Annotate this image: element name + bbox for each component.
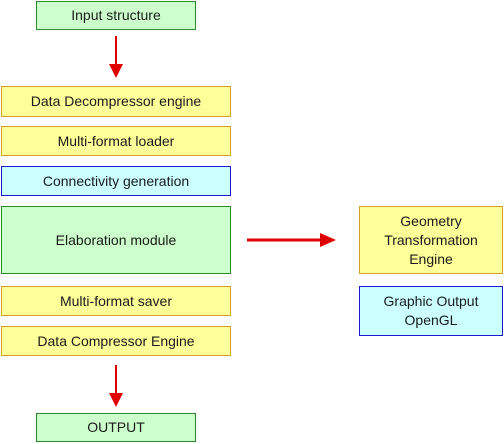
- connectivity-generation-label: Connectivity generation: [42, 172, 190, 189]
- data-compressor-label: Data Compressor Engine: [37, 332, 195, 349]
- multi-format-saver-box: Multi-format saver: [1, 286, 231, 316]
- data-decompressor-label: Data Decompressor engine: [30, 93, 202, 109]
- output-label: OUTPUT: [87, 419, 145, 435]
- elaboration-module-label: Elaboration module: [55, 231, 177, 248]
- data-compressor-box: Data Compressor Engine: [1, 326, 231, 356]
- arrow-compressor-to-output: [109, 365, 123, 407]
- geometry-transformation-label: Geometry Transformation Engine: [384, 212, 478, 267]
- elaboration-module-box: Elaboration module: [1, 206, 231, 274]
- graphic-output-box: Graphic Output OpenGL: [359, 286, 503, 336]
- graphic-output-label: Graphic Output OpenGL: [383, 293, 479, 328]
- multi-format-loader-box: Multi-format loader: [1, 126, 231, 156]
- output-box: OUTPUT: [36, 413, 196, 442]
- data-decompressor-box: Data Decompressor engine: [1, 86, 231, 117]
- geometry-transformation-box: Geometry Transformation Engine: [359, 206, 503, 274]
- arrow-elaboration-to-geometry: [247, 233, 336, 247]
- connectivity-generation-box: Connectivity generation: [1, 166, 231, 196]
- arrow-input-to-decompressor: [109, 36, 123, 78]
- multi-format-loader-label: Multi-format loader: [57, 132, 175, 149]
- input-structure-box: Input structure: [36, 1, 196, 30]
- input-structure-label: Input structure: [71, 7, 161, 23]
- multi-format-saver-label: Multi-format saver: [59, 292, 173, 309]
